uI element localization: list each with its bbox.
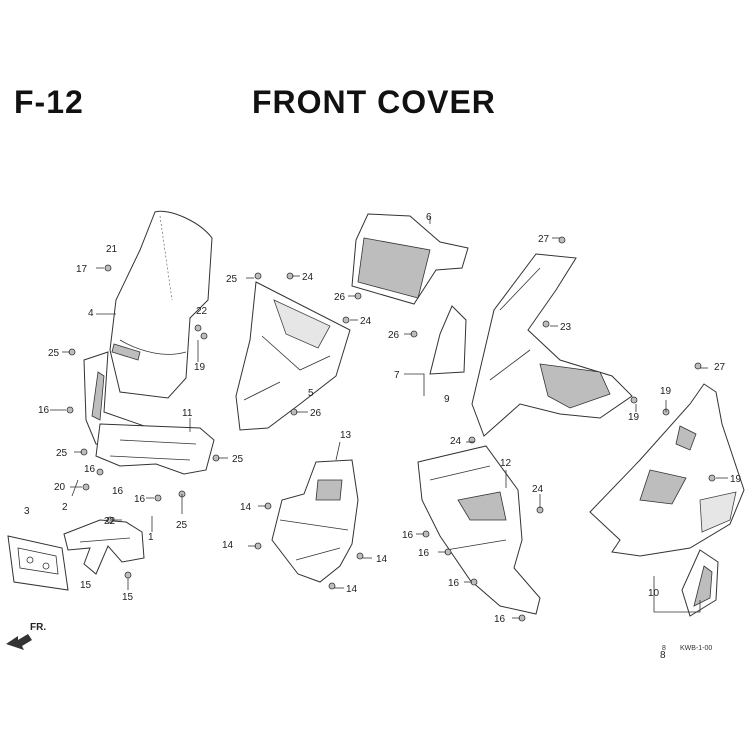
callout-21: 21 bbox=[106, 244, 118, 255]
callout-15-b: 15 bbox=[122, 592, 134, 603]
callout-16-h: 16 bbox=[494, 614, 506, 625]
callout-16-c: 16 bbox=[112, 486, 124, 497]
callout-26-b: 26 bbox=[334, 292, 346, 303]
inner-cover-part bbox=[417, 445, 541, 615]
callout-17: 17 bbox=[76, 264, 88, 275]
inner-garnish-part bbox=[351, 213, 469, 305]
section-code: F-12 bbox=[14, 84, 84, 120]
callout-14-a: 14 bbox=[240, 502, 252, 513]
callout-13: 13 bbox=[340, 430, 352, 441]
callout-8: 8 bbox=[660, 650, 666, 661]
reference-code: KWB-1-00 bbox=[680, 645, 712, 652]
callout-26-a: 26 bbox=[310, 408, 322, 419]
direction-label: FR. bbox=[30, 622, 46, 633]
callout-16-e: 16 bbox=[402, 530, 414, 541]
callout-19-a: 19 bbox=[194, 362, 206, 373]
callout-14-d: 14 bbox=[346, 584, 358, 595]
callout-16-g: 16 bbox=[448, 578, 460, 589]
fasteners bbox=[66, 236, 716, 622]
stay-part bbox=[63, 519, 145, 575]
callout-23: 23 bbox=[560, 322, 572, 333]
callout-11: 11 bbox=[182, 408, 193, 419]
meter-plate-part bbox=[7, 535, 69, 591]
callout-5: 5 bbox=[308, 388, 314, 399]
callout-2: 2 bbox=[62, 502, 68, 513]
callout-16-b: 16 bbox=[84, 464, 96, 475]
callout-1: 1 bbox=[148, 532, 154, 543]
callout-25-b: 25 bbox=[48, 348, 60, 359]
callout-9: 9 bbox=[444, 394, 450, 405]
callout-20: 20 bbox=[54, 482, 66, 493]
callout-4: 4 bbox=[88, 308, 94, 319]
callout-20-b: 22 bbox=[104, 516, 116, 527]
windscreen-part bbox=[109, 210, 213, 399]
callout-10: 10 bbox=[648, 588, 660, 599]
callout-24-b: 24 bbox=[360, 316, 372, 327]
meter-stay-part bbox=[271, 459, 359, 583]
section-title: FRONT COVER bbox=[252, 84, 496, 120]
callout-7: 7 bbox=[394, 370, 400, 381]
side-panel-part bbox=[589, 383, 745, 557]
callout-24-c: 24 bbox=[450, 436, 462, 447]
callout-25-c: 25 bbox=[56, 448, 68, 459]
front-direction-arrow-icon: FR. bbox=[6, 622, 46, 650]
callout-16-a: 16 bbox=[38, 405, 50, 416]
callout-12: 12 bbox=[500, 458, 512, 469]
leader-lines bbox=[50, 216, 728, 619]
callout-6: 6 bbox=[426, 212, 432, 223]
callout-19-d: 19 bbox=[730, 474, 742, 485]
callout-labels: 1 2 3 4 5 6 7 8 9 10 11 12 13 14 14 14 1… bbox=[24, 212, 742, 661]
callout-25-e: 25 bbox=[176, 520, 188, 531]
callout-27-b: 27 bbox=[714, 362, 726, 373]
callout-14-c: 14 bbox=[376, 554, 388, 565]
side-cowl-part bbox=[471, 253, 633, 437]
callout-19-b: 19 bbox=[628, 412, 640, 423]
ref-code-8-prefix: 8 bbox=[662, 645, 666, 652]
callout-27-a: 27 bbox=[538, 234, 550, 245]
upper-cover-part bbox=[235, 281, 351, 431]
callout-16-f: 16 bbox=[418, 548, 430, 559]
callout-25-d: 25 bbox=[232, 454, 244, 465]
callout-15-a: 15 bbox=[80, 580, 92, 591]
callout-25-a: 25 bbox=[226, 274, 238, 285]
lower-duct-part bbox=[681, 549, 719, 617]
callout-22: 22 bbox=[196, 306, 208, 317]
bracket-part bbox=[95, 423, 215, 475]
callout-26-c: 26 bbox=[388, 330, 400, 341]
callout-3: 3 bbox=[24, 506, 30, 517]
small-panel-part bbox=[429, 305, 467, 375]
callout-19-c: 19 bbox=[660, 386, 672, 397]
callout-24-a: 24 bbox=[302, 272, 314, 283]
callout-24-d: 24 bbox=[532, 484, 544, 495]
callout-16-d: 16 bbox=[134, 494, 146, 505]
callout-14-b: 14 bbox=[222, 540, 234, 551]
